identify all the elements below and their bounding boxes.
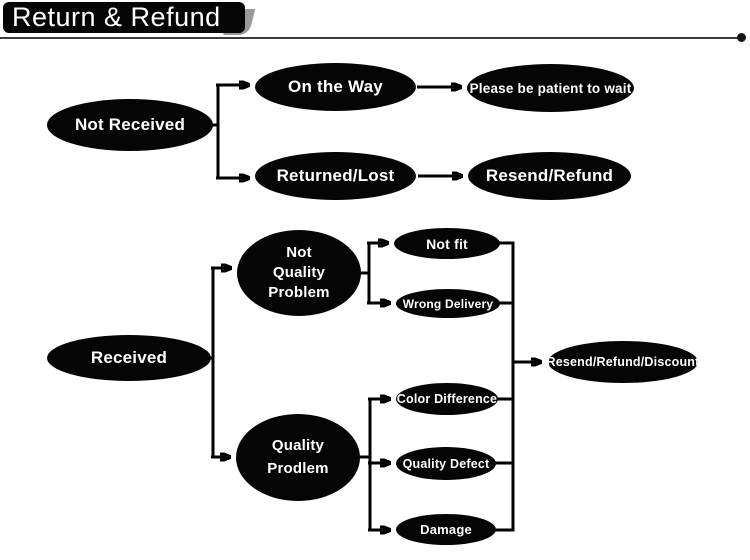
node-resend-refund: Resend/Refund	[468, 152, 631, 200]
connector-received-branch	[209, 267, 231, 458]
node-on-the-way: On the Way	[255, 63, 416, 111]
node-color-difference: Color Difference	[396, 383, 498, 415]
node-not-quality-problem: Not Quality Problem	[237, 230, 361, 316]
page-title: Return & Refund	[3, 2, 245, 33]
connector-quality-problem-branch	[358, 398, 390, 532]
node-returned-lost: Returned/Lost	[255, 152, 416, 200]
connector-converge-to-outcome	[494, 241, 541, 532]
node-received: Received	[47, 335, 211, 381]
node-not-fit: Not fit	[394, 228, 500, 259]
page-title-label: Return & Refund	[12, 2, 221, 32]
node-wrong-delivery: Wrong Delivery	[396, 289, 500, 318]
header-divider-end-dot	[737, 33, 746, 42]
header-divider-line	[0, 37, 741, 39]
connector-not-received-branch	[211, 85, 249, 178]
node-quality-problem: Quality Prodlem	[236, 414, 360, 501]
node-damage: Damage	[396, 514, 496, 545]
node-resend-refund-discount: Resend/Refund/Discount	[546, 341, 699, 383]
node-not-received: Not Received	[47, 99, 213, 151]
connector-not-quality-branch	[359, 242, 390, 305]
node-please-be-patient: Please be patient to wait	[467, 64, 634, 112]
node-quality-defect: Quality Defect	[396, 447, 496, 480]
